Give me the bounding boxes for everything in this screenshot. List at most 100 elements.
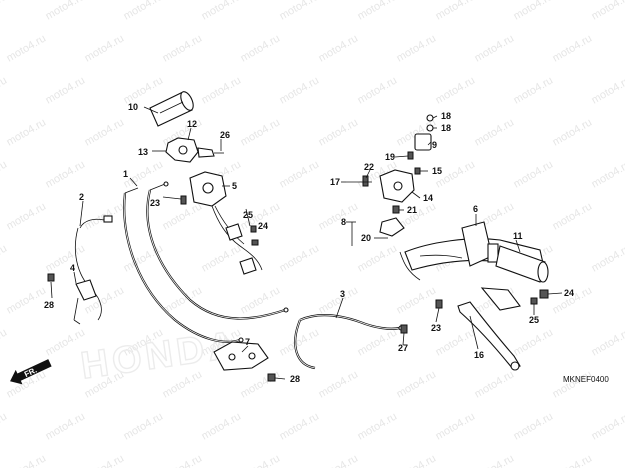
watermark-text: moto4.ru xyxy=(356,0,400,23)
watermark-text: moto4.ru xyxy=(0,158,9,190)
watermark-text: moto4.ru xyxy=(590,242,625,274)
callout-23-left: 23 xyxy=(150,198,160,208)
watermark-text: moto4.ru xyxy=(590,74,625,106)
callout-23-right: 23 xyxy=(431,323,441,333)
throttle-housing xyxy=(166,138,224,162)
callout-6: 6 xyxy=(473,204,478,214)
watermark-text: moto4.ru xyxy=(239,116,283,148)
callout-25-left: 25 xyxy=(243,210,253,220)
watermark-text: moto4.ru xyxy=(83,452,127,468)
watermark-text: moto4.ru xyxy=(161,200,205,232)
watermark-text: moto4.ru xyxy=(473,32,517,64)
watermark-text: moto4.ru xyxy=(44,158,88,190)
watermark-text: moto4.ru xyxy=(278,242,322,274)
watermark-text: moto4.ru xyxy=(317,368,361,400)
watermark-text: moto4.ru xyxy=(239,452,283,468)
watermark-text: moto4.ru xyxy=(512,0,556,23)
watermark-text: moto4.ru xyxy=(395,284,439,316)
watermark-text: moto4.ru xyxy=(5,32,49,64)
callout-21: 21 xyxy=(407,205,417,215)
callout-4: 4 xyxy=(70,263,75,273)
watermark-text: moto4.ru xyxy=(512,326,556,358)
watermark-text: moto4.ru xyxy=(5,452,49,468)
watermark-text: moto4.ru xyxy=(44,242,88,274)
callout-18-lower: 18 xyxy=(441,123,451,133)
watermark-text: moto4.ru xyxy=(122,410,166,442)
watermark-text: moto4.ru xyxy=(512,158,556,190)
callout-13: 13 xyxy=(138,147,148,157)
watermark-text: moto4.ru xyxy=(395,368,439,400)
watermark-text: moto4.ru xyxy=(239,368,283,400)
watermark-text: moto4.ru xyxy=(278,410,322,442)
watermark-text: moto4.ru xyxy=(200,0,244,23)
callout-20: 20 xyxy=(361,233,371,243)
watermark-text: moto4.ru xyxy=(512,74,556,106)
watermark-text: moto4.ru xyxy=(0,326,9,358)
watermark-text: moto4.ru xyxy=(395,32,439,64)
callout-26: 26 xyxy=(220,130,230,140)
callout-28-bottom: 28 xyxy=(290,374,300,384)
watermark-text: moto4.ru xyxy=(0,74,9,106)
brake-lever xyxy=(436,288,548,370)
watermark-text: moto4.ru xyxy=(278,326,322,358)
watermark-text: moto4.ru xyxy=(590,158,625,190)
callout-22: 22 xyxy=(364,162,374,172)
watermark-text: moto4.ru xyxy=(317,452,361,468)
watermark-text: moto4.ru xyxy=(395,452,439,468)
watermark-text: moto4.ru xyxy=(5,284,49,316)
watermark-text: moto4.ru xyxy=(44,410,88,442)
watermark-text: moto4.ru xyxy=(473,368,517,400)
watermark-text: moto4.ru xyxy=(278,74,322,106)
watermark-text: moto4.ru xyxy=(512,410,556,442)
watermark-text: moto4.ru xyxy=(0,0,9,23)
callout-15: 15 xyxy=(432,166,442,176)
callout-8: 8 xyxy=(341,217,346,227)
watermark-text: moto4.ru xyxy=(200,410,244,442)
watermark-text: moto4.ru xyxy=(317,200,361,232)
callout-28-left: 28 xyxy=(44,300,54,310)
watermark-text: moto4.ru xyxy=(356,326,400,358)
callout-25-right: 25 xyxy=(529,315,539,325)
watermark-text: moto4.ru xyxy=(434,0,478,23)
watermark-text: moto4.ru xyxy=(5,200,49,232)
watermark-text: moto4.ru xyxy=(5,116,49,148)
watermark-text: moto4.ru xyxy=(356,410,400,442)
watermark-text: moto4.ru xyxy=(0,242,9,274)
watermark-text: moto4.ru xyxy=(551,32,595,64)
callout-12: 12 xyxy=(187,119,197,129)
watermark-text: moto4.ru xyxy=(83,116,127,148)
watermark-text: moto4.ru xyxy=(551,200,595,232)
watermark-text: moto4.ru xyxy=(44,0,88,23)
watermark-text: moto4.ru xyxy=(0,410,9,442)
watermark-text: moto4.ru xyxy=(83,32,127,64)
watermark-text: moto4.ru xyxy=(551,368,595,400)
callout-10: 10 xyxy=(128,102,138,112)
switch-bracket xyxy=(352,218,404,246)
callout-24-left: 24 xyxy=(258,221,268,231)
callout-9: 9 xyxy=(432,140,437,150)
callout-1: 1 xyxy=(123,169,128,179)
watermark-text: moto4.ru xyxy=(590,410,625,442)
watermark-text: moto4.ru xyxy=(278,0,322,23)
watermark-text: moto4.ru xyxy=(473,116,517,148)
watermark-text: moto4.ru xyxy=(200,242,244,274)
watermark-text: moto4.ru xyxy=(356,74,400,106)
callout-18-upper: 18 xyxy=(441,111,451,121)
callout-5: 5 xyxy=(232,181,237,191)
watermark-text: moto4.ru xyxy=(473,452,517,468)
watermark-text: moto4.ru xyxy=(161,32,205,64)
watermark-text: moto4.ru xyxy=(317,116,361,148)
watermark-text: moto4.ru xyxy=(590,0,625,23)
watermark-text: moto4.ru xyxy=(434,74,478,106)
watermark-text: moto4.ru xyxy=(434,410,478,442)
watermark-text: moto4.ru xyxy=(551,116,595,148)
watermark-text: moto4.ru xyxy=(590,326,625,358)
callout-27: 27 xyxy=(398,343,408,353)
watermark-text: moto4.ru xyxy=(122,158,166,190)
callout-19: 19 xyxy=(385,152,395,162)
callout-17: 17 xyxy=(330,177,340,187)
watermark-text: moto4.ru xyxy=(122,0,166,23)
callout-2: 2 xyxy=(79,192,84,202)
